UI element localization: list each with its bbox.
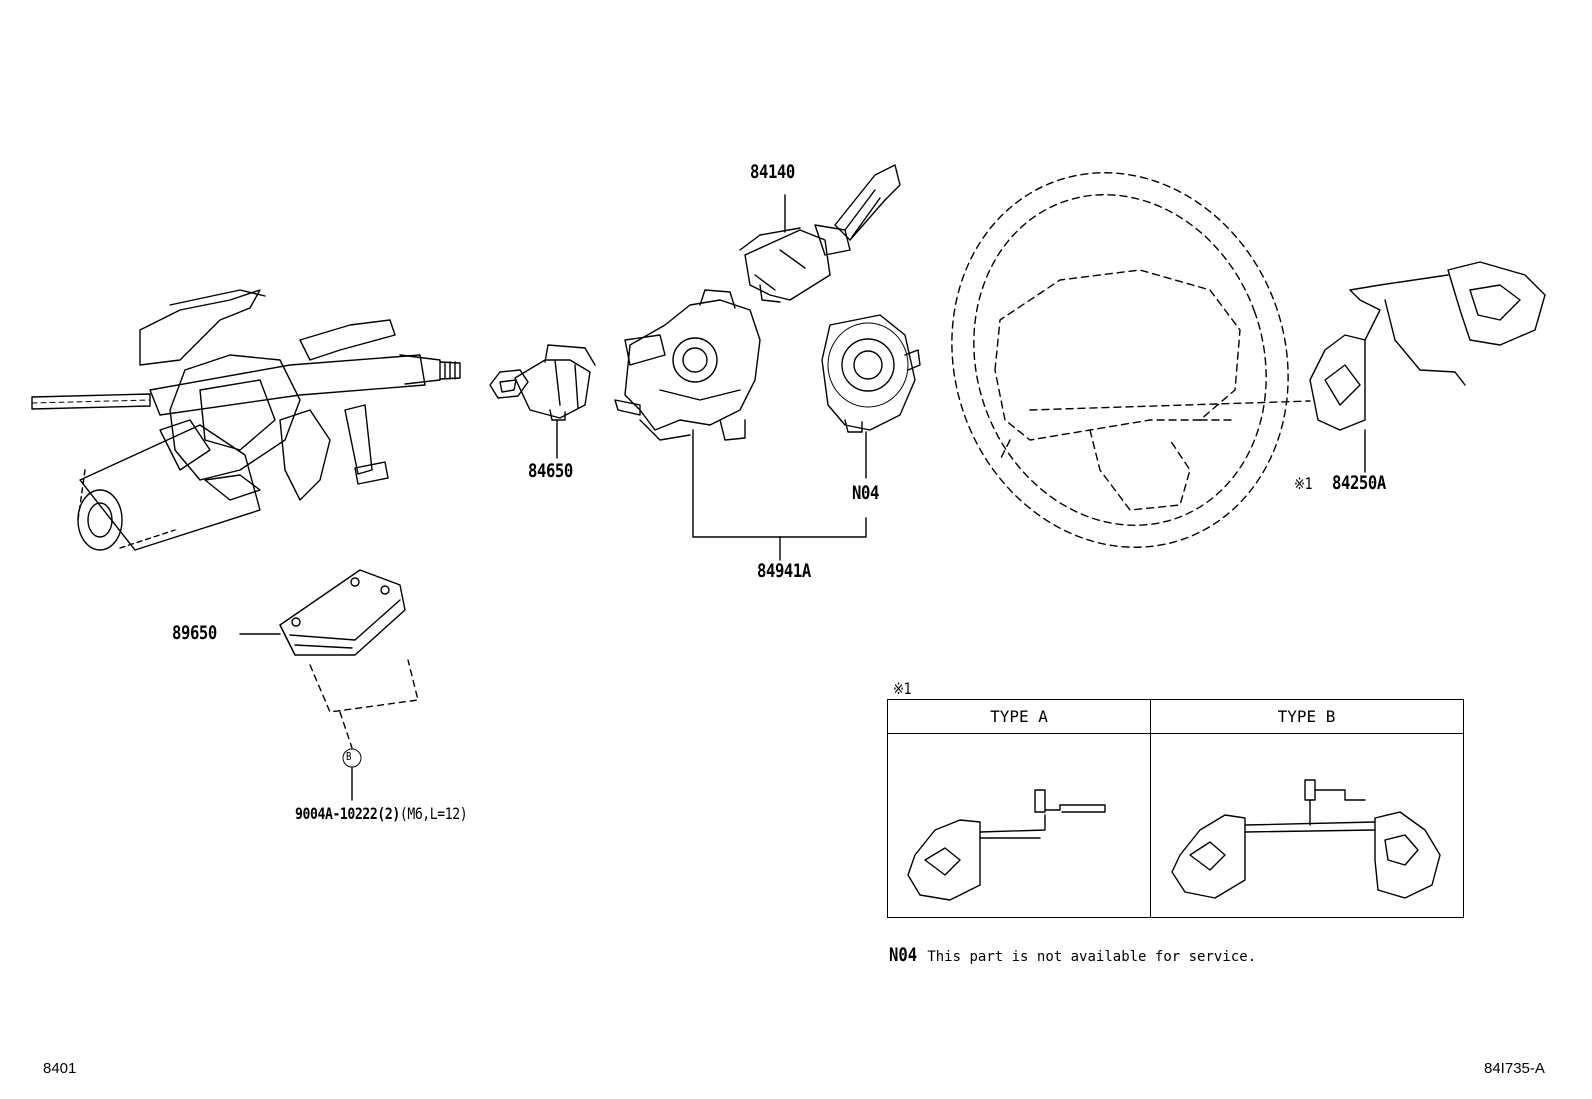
type-b-header: TYPE B	[1150, 700, 1463, 734]
bolt-callout-circle	[342, 748, 362, 768]
steering-column	[31, 289, 461, 551]
label-89650: 89650	[172, 622, 217, 644]
label-84941A: 84941A	[757, 560, 811, 582]
part-N04-drawing	[821, 314, 921, 433]
label-84140: 84140	[750, 161, 795, 183]
bolt-callout-letter: B	[346, 750, 352, 763]
part-84941A-drawing	[614, 289, 761, 441]
leader-wheel-dashed	[1029, 400, 1311, 411]
note-code: N04	[889, 944, 918, 966]
service-note: N04 This part is not available for servic…	[889, 944, 1256, 966]
label-N04: N04	[852, 482, 879, 504]
legend-type-b-drawing	[1171, 779, 1441, 899]
part-84650-drawing	[489, 344, 596, 421]
legend-ref-mark: ※1	[893, 679, 912, 698]
bolt-number: 9004A-10222(2)	[295, 804, 400, 823]
bolt-dashed-leader	[339, 711, 353, 749]
type-legend-table: TYPE A TYPE B	[887, 699, 1464, 918]
leader-84941A-bracket	[692, 429, 867, 538]
illustration-code: 84I735-A	[1484, 1060, 1545, 1077]
label-84650: 84650	[528, 460, 573, 482]
label-84250A: 84250A	[1332, 472, 1386, 494]
legend-divider	[1150, 700, 1151, 917]
label-bolt: 9004A-10222(2)(M6,L=12)	[295, 804, 468, 823]
part-84140-drawing	[739, 164, 901, 303]
note-text: This part is not available for service.	[927, 949, 1257, 965]
part-89650-drawing	[279, 569, 406, 656]
type-a-header: TYPE A	[888, 700, 1150, 734]
legend-type-a-drawing	[907, 789, 1106, 901]
page-code: 8401	[43, 1060, 77, 1077]
bolt-spec: (M6,L=12)	[399, 804, 468, 823]
steering-wheel-drawing	[951, 172, 1289, 548]
part-84250A-drawing	[1309, 261, 1546, 431]
bolt-dashed-outline	[309, 659, 419, 713]
label-84250A-ref: ※1	[1294, 474, 1313, 493]
